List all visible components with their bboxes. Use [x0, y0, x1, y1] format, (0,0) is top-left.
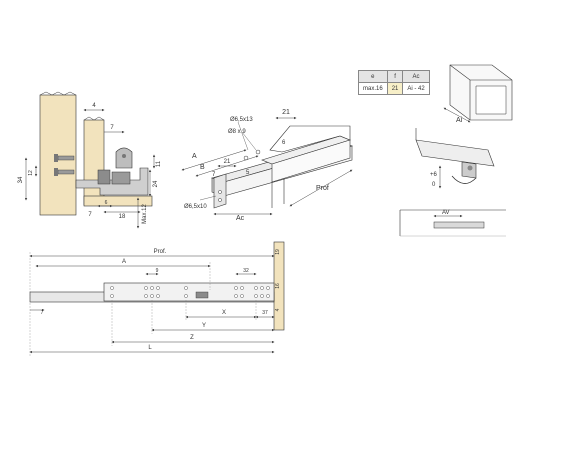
dim-4: 4: [92, 103, 96, 109]
dim-line-prof: [289, 169, 353, 207]
dim-21b: 21: [224, 159, 231, 165]
screw: [54, 154, 75, 162]
hole-10-label: Ø6,5x10: [184, 204, 207, 210]
hole-9-label: Ø8 x 9: [228, 129, 246, 135]
dim-7: 7: [41, 310, 44, 316]
leader-line: [199, 195, 217, 201]
spec-cell-ac: Ai - 42: [402, 82, 430, 95]
screw: [54, 168, 75, 176]
adjustment-bracket-view: +6 0: [415, 128, 495, 189]
dim-37: 37: [262, 310, 268, 316]
mount-hole: [255, 149, 261, 155]
mini-side-view: AV: [399, 209, 506, 237]
mini-runner: [433, 221, 485, 229]
dim-line-ai: [443, 107, 471, 123]
dim-prof: Prof.: [154, 249, 167, 255]
dim-5: 5: [246, 170, 250, 176]
leader-line: [237, 121, 249, 151]
side-elevation-view: 19 16 4 Prof. A 9 32 7: [29, 241, 285, 356]
dim-7: 7: [212, 172, 216, 178]
dim-prof: Prof: [316, 185, 329, 192]
mount-hole: [218, 190, 222, 194]
break-line: [39, 91, 77, 96]
dim-B: B: [200, 164, 205, 171]
dim-l: L: [148, 345, 152, 351]
dim-18: 18: [119, 214, 126, 220]
spec-table-header: e f Ac: [358, 70, 430, 83]
cross-section-view: 4 7 11 12 34 24 6 18 Max.12 7: [18, 91, 162, 229]
adj-plus: +6: [430, 172, 438, 178]
dim-y: Y: [202, 323, 206, 329]
extension-lines: [29, 252, 257, 356]
cabinet-box-view: Ai: [443, 64, 513, 124]
rotation-arrow: [451, 175, 477, 184]
spec-table-row: max.16 21 Ai - 42: [358, 82, 430, 95]
dim-32: 32: [243, 268, 249, 274]
spec-header-f: f: [386, 70, 404, 83]
bracket-rail: [415, 139, 495, 167]
dim-ai: Ai: [456, 117, 463, 124]
dim-6: 6: [282, 140, 286, 146]
dim-24: 24: [153, 180, 159, 187]
inner-slide: [103, 282, 275, 302]
dim-9: 9: [156, 268, 159, 274]
hole-pattern: [110, 286, 270, 298]
dim-7b: 7: [88, 212, 92, 218]
spec-cell-f: 21: [386, 82, 404, 95]
lock-slot: [195, 291, 209, 299]
cabinet-opening: [475, 85, 507, 115]
side-number-19: 19: [275, 249, 281, 255]
side-number-4: 4: [275, 308, 281, 311]
mount-hole: [218, 198, 222, 202]
leader-line: [241, 131, 257, 151]
dim-7: 7: [110, 125, 114, 131]
dim-12: 12: [28, 170, 34, 176]
adjust-screw: [467, 165, 473, 171]
spec-cell-e: max.16: [358, 82, 388, 95]
drawer-bottom: [83, 195, 153, 207]
dim-34: 34: [18, 176, 24, 183]
spec-header-e: e: [358, 70, 388, 83]
dim-av: AV: [442, 210, 450, 216]
spec-header-ac: Ac: [402, 70, 430, 83]
clip-pivot: [122, 154, 126, 158]
dim-11: 11: [156, 160, 162, 167]
runner-slide: [111, 171, 131, 185]
dim-6: 6: [105, 200, 108, 206]
dim-z: Z: [190, 335, 194, 341]
side-number-16: 16: [275, 283, 281, 289]
dim-a: A: [122, 259, 126, 265]
dim-x: X: [222, 310, 226, 316]
dim-A: A: [192, 153, 197, 160]
hole-13-label: Ø6,5x13: [230, 117, 253, 123]
runner-ball-cage: [97, 169, 111, 185]
dim-max12: Max.12: [142, 204, 148, 224]
break-line: [83, 116, 105, 121]
dim-21: 21: [282, 109, 290, 116]
adj-zero: 0: [432, 182, 436, 188]
spec-table: e f Ac max.16 21 Ai - 42: [358, 70, 430, 95]
dim-ac: Ac: [236, 215, 245, 222]
isometric-runner-view: 21 6 Ø6,5x13 Ø8 x 9 A B 21 7 5 Ø6,5x10 P…: [181, 109, 354, 222]
